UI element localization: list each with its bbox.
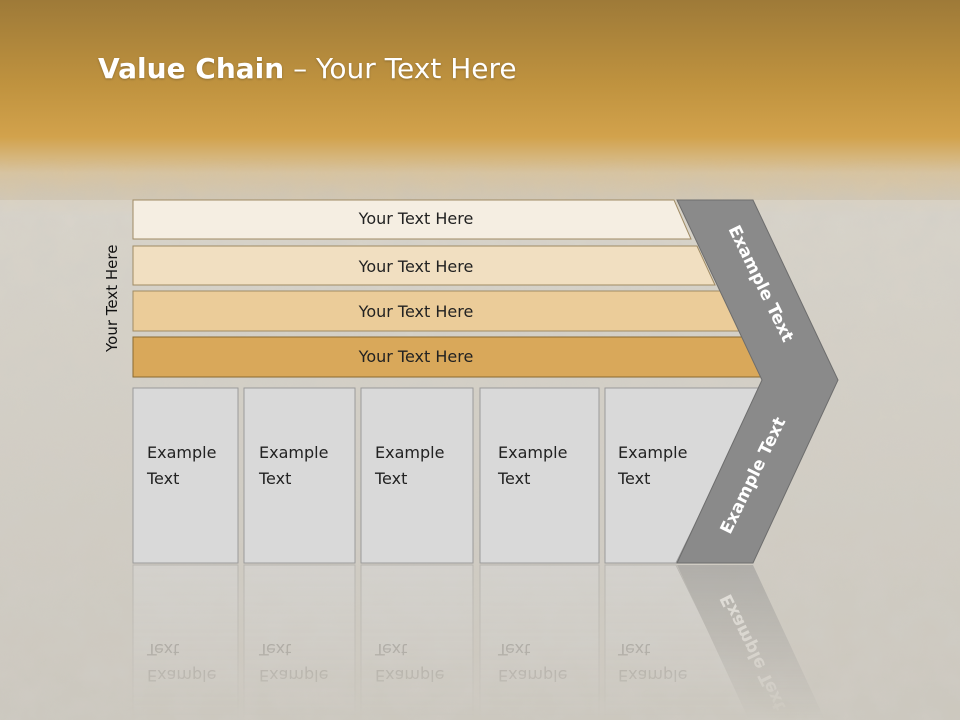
reflection-box-5 (604, 564, 753, 720)
reflection-box-5-line1: Example (618, 666, 687, 685)
box-3-line1: Example (375, 443, 444, 462)
bar-3: Your Text Here (132, 290, 740, 332)
reflection-box-1-line1: Example (147, 666, 216, 685)
reflection-box-3-line2: Text (374, 640, 407, 659)
bar-2-shape (132, 245, 716, 286)
box-5-line1: Example (618, 443, 687, 462)
reflection-box-4 (479, 564, 600, 720)
reflection-box-4-line2: Text (497, 640, 530, 659)
reflection: Example Text Example Text Example Text E… (132, 564, 825, 720)
title-rest: – Your Text Here (284, 52, 517, 85)
bar-1-label: Your Text Here (358, 209, 474, 228)
box-4-shape (479, 387, 600, 564)
box-1-line1: Example (147, 443, 216, 462)
box-1: Example Text (132, 387, 239, 564)
box-3: Example Text (360, 387, 474, 564)
bar-3-label: Your Text Here (358, 302, 474, 321)
reflection-box-1 (132, 564, 239, 720)
box-4-line2: Text (497, 469, 530, 488)
box-3-line2: Text (374, 469, 407, 488)
bar-1: Your Text Here (132, 199, 692, 240)
box-5: Example Text (604, 387, 763, 564)
box-1-shape (132, 387, 239, 564)
box-2-shape (243, 387, 356, 564)
reflection-box-2-line1: Example (259, 666, 328, 685)
bar-2: Your Text Here (132, 245, 716, 286)
reflection-box-3 (360, 564, 474, 720)
reflection-box-2 (243, 564, 356, 720)
chevron-shape (676, 199, 839, 564)
bar-2-label: Your Text Here (358, 257, 474, 276)
box-2: Example Text (243, 387, 356, 564)
box-5-shape (604, 387, 763, 564)
box-4-line1: Example (498, 443, 567, 462)
box-5-line2: Text (617, 469, 650, 488)
reflection-chevron (677, 565, 825, 720)
box-4: Example Text (479, 387, 600, 564)
bar-4: Your Text Here (132, 336, 764, 378)
slide-title: Value Chain – Your Text Here (98, 52, 517, 85)
reflection-box-3-line1: Example (375, 666, 444, 685)
bar-4-label: Your Text Here (358, 347, 474, 366)
reflection-box-4-line1: Example (498, 666, 567, 685)
box-1-line2: Text (146, 469, 179, 488)
reflection-box-1-line2: Text (146, 640, 179, 659)
bar-1-shape (132, 199, 692, 240)
reflection-box-2-line2: Text (258, 640, 291, 659)
box-2-line2: Text (258, 469, 291, 488)
title-bold: Value Chain (98, 52, 285, 85)
box-3-shape (360, 387, 474, 564)
box-2-line1: Example (259, 443, 328, 462)
reflection-box-5-line2: Text (617, 640, 650, 659)
